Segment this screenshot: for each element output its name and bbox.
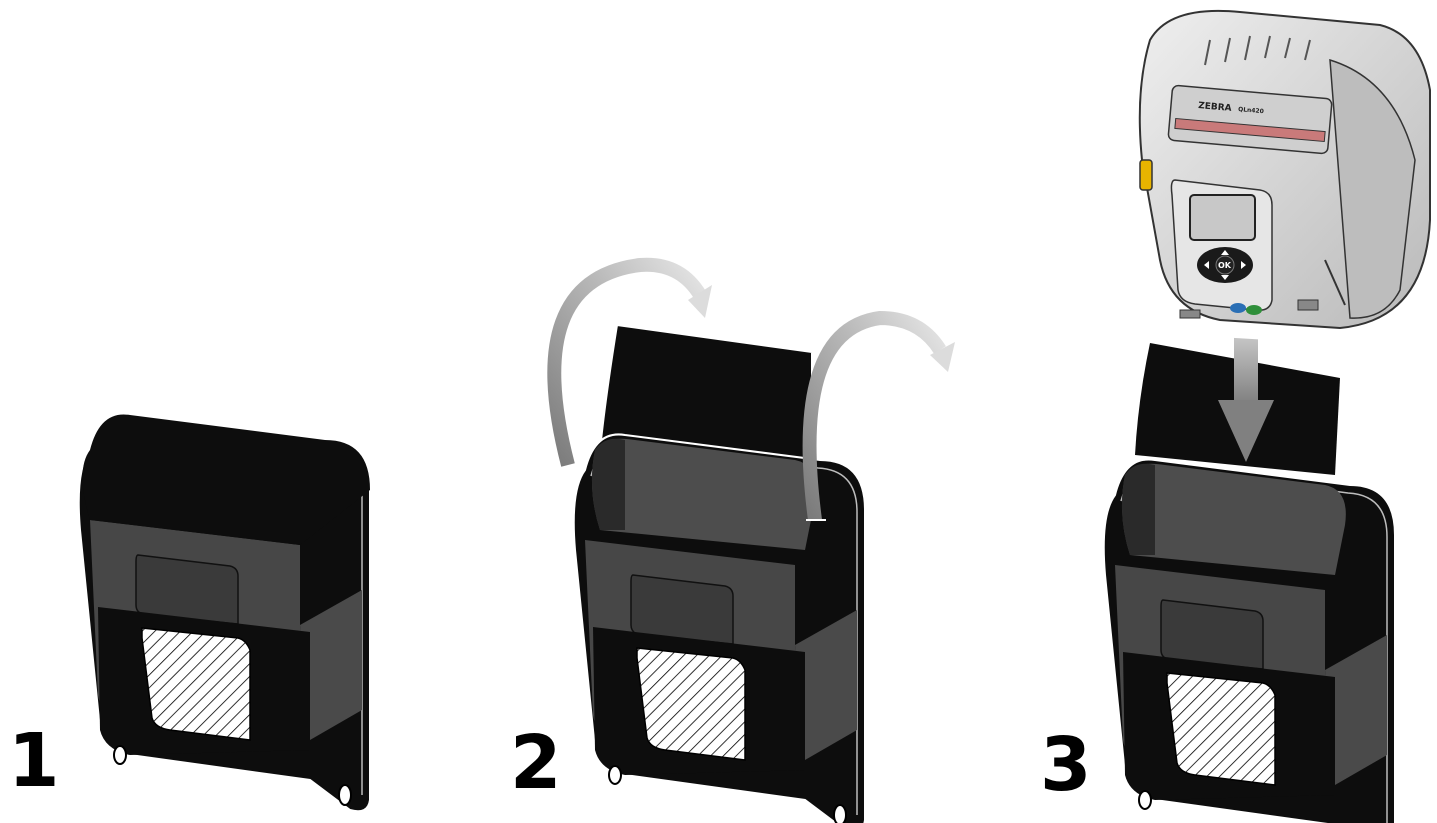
feed-button: [1246, 305, 1262, 315]
case-open-step-3: [1104, 459, 1395, 823]
navigation-keypad: OK: [1197, 247, 1253, 283]
step-3-group: ZEBRA QLn420 OK: [1040, 0, 1437, 823]
step-2-group: 2: [510, 265, 955, 823]
step-1-group: 1: [8, 414, 370, 811]
ok-key-label: OK: [1218, 261, 1232, 270]
step-number-2: 2: [510, 720, 562, 806]
case-closed: [79, 414, 370, 811]
printer-illustration: ZEBRA QLn420 OK: [1085, 0, 1437, 350]
printer-lcd-screen: [1190, 195, 1255, 240]
power-button: [1230, 303, 1246, 313]
step-number-3: 3: [1040, 722, 1092, 808]
release-latch: [1140, 160, 1152, 190]
step-number-1: 1: [8, 718, 60, 804]
case-open-step-2: [574, 434, 865, 823]
